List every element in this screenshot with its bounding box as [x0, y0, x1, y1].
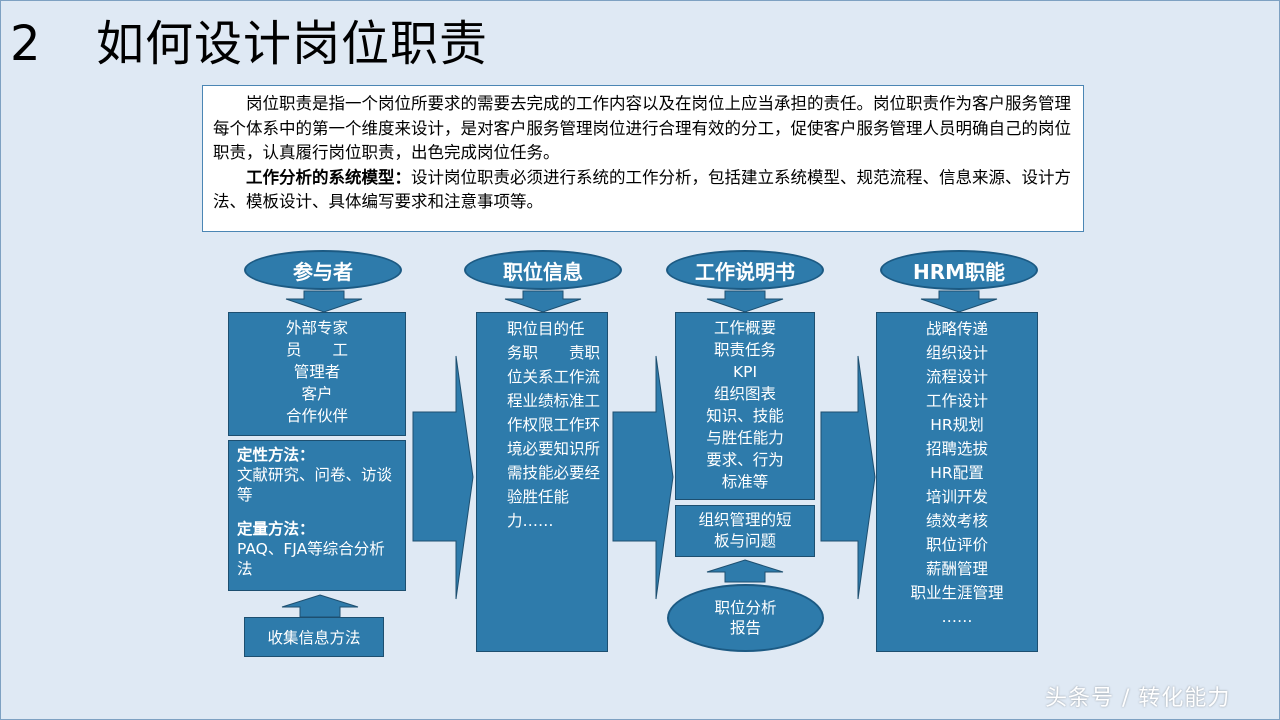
- participants-header: 参与者: [244, 250, 402, 290]
- list-item: 招聘选拔: [925, 440, 988, 458]
- list-item: 外部专家: [285, 319, 348, 337]
- list-item: 标准等: [721, 473, 769, 491]
- list-item: 流程设计: [925, 368, 988, 386]
- right-arrow-icon: [412, 355, 474, 600]
- list-item: 组织设计: [925, 344, 988, 362]
- job-description-header: 工作说明书: [666, 250, 824, 290]
- list-item: 职位评价: [925, 536, 988, 554]
- qualitative-text: 文献研究、问卷、访谈等: [237, 466, 393, 504]
- list-item: 工作权限: [507, 392, 601, 434]
- methods-box: 定性方法： 文献研究、问卷、访谈等 定量方法： PAQ、FJA等综合分析法: [228, 440, 406, 591]
- list-item: 职业生涯管理: [910, 584, 1004, 602]
- management-issues-box: 组织管理的短板与问题: [675, 505, 815, 557]
- list-item: 员 工: [285, 341, 348, 359]
- list-item: 职责任务: [713, 341, 776, 359]
- section-number: 2: [10, 16, 41, 72]
- list-item: 绩效考核: [925, 512, 988, 530]
- list-item: 薪酬管理: [925, 560, 988, 578]
- job-analysis-report: 职位分析报告: [667, 584, 824, 652]
- intro-textbox: 岗位职责是指一个岗位所要求的需要去完成的工作内容以及在岗位上应当承担的责任。岗位…: [202, 85, 1084, 232]
- list-item: 所需技能: [507, 440, 601, 482]
- list-item: 与胜任能力: [706, 429, 784, 447]
- hrm-box: 战略传递组织设计流程设计工作设计 HR规划招聘选拔 HR配置培训开发绩效考核职位评价…: [876, 312, 1038, 652]
- list-item: KPI: [732, 363, 758, 381]
- right-arrow-icon: [820, 355, 876, 600]
- intro-paragraph-1: 岗位职责是指一个岗位所要求的需要去完成的工作内容以及在岗位上应当承担的责任。岗位…: [213, 94, 1071, 162]
- list-item: 必要知识: [522, 440, 585, 458]
- list-item: 知识、技能: [706, 407, 784, 425]
- down-arrow-icon: [504, 290, 582, 313]
- list-item: 职位目的: [507, 320, 570, 338]
- list-item: 胜任能力: [507, 488, 570, 530]
- list-item: 工作环境: [507, 416, 601, 458]
- list-item: 职 责: [522, 344, 585, 362]
- up-arrow-icon: [281, 594, 359, 618]
- down-arrow-icon: [285, 290, 363, 313]
- job-description-box: 工作概要职责任务 KPI 组织图表知识、技能与胜任能力要求、行为标准等: [675, 312, 815, 500]
- list-item: 客户: [301, 385, 333, 403]
- job-description-list: 工作概要职责任务 KPI 组织图表知识、技能与胜任能力要求、行为标准等: [676, 317, 814, 493]
- list-item: 要求、行为: [706, 451, 784, 469]
- list-item: ……: [522, 512, 554, 530]
- list-item: 任 务: [507, 320, 616, 362]
- right-arrow-icon: [612, 355, 674, 600]
- quantitative-label: 定量方法：: [237, 520, 315, 538]
- page-title: 如何设计岗位职责: [96, 16, 489, 72]
- list-item: 合作伙伴: [285, 407, 348, 425]
- participants-list: 外部专家员 工管理者客户合作伙伴: [229, 317, 405, 427]
- collect-info-box: 收集信息方法: [244, 617, 384, 657]
- list-item: 必要经验: [507, 464, 601, 506]
- watermark: 头条号 / 转化能力: [1045, 686, 1231, 711]
- participants-box: 外部专家员 工管理者客户合作伙伴: [228, 312, 406, 436]
- list-item: 业绩标准: [522, 392, 585, 410]
- up-arrow-icon: [706, 559, 784, 583]
- list-item: HR配置: [930, 464, 984, 482]
- intro-paragraph-2: 工作分析的系统模型：设计岗位职责必须进行系统的工作分析，包括建立系统模型、规范流…: [213, 166, 1073, 215]
- down-arrow-icon: [920, 290, 998, 313]
- model-text: 设计岗位职责必须进行系统的工作分析，包括建立系统模型、规范流程、信息来源、设计方…: [213, 167, 1071, 212]
- qualitative-label: 定性方法：: [237, 446, 315, 464]
- list-item: HR规划: [930, 416, 984, 434]
- list-item: 战略传递: [925, 320, 988, 338]
- job-info-header: 职位信息: [464, 250, 622, 290]
- list-item: 工作概要: [713, 319, 776, 337]
- job-info-box: 职位目的任 务职 责职位关系工作流程业绩标准工作权限工作环境必要知识所需技能必要…: [476, 312, 616, 652]
- list-item: 组织图表: [713, 385, 776, 403]
- hrm-list: 战略传递组织设计流程设计工作设计 HR规划招聘选拔 HR配置培训开发绩效考核职位评价…: [877, 317, 1037, 629]
- list-item: 管理者: [293, 363, 341, 381]
- list-item: 培训开发: [925, 488, 988, 506]
- down-arrow-icon: [706, 290, 784, 313]
- job-info-list: 职位目的任 务职 责职位关系工作流程业绩标准工作权限工作环境必要知识所需技能必要…: [507, 317, 616, 533]
- hrm-header: HRM职能: [880, 250, 1038, 290]
- list-item: 工作设计: [925, 392, 988, 410]
- model-label: 工作分析的系统模型：: [246, 167, 411, 187]
- list-item: 职位关系: [507, 344, 601, 386]
- quantitative-text: PAQ、FJA等综合分析法: [237, 540, 385, 578]
- list-item: 工作流程: [507, 368, 601, 410]
- list-item: ……: [941, 608, 973, 626]
